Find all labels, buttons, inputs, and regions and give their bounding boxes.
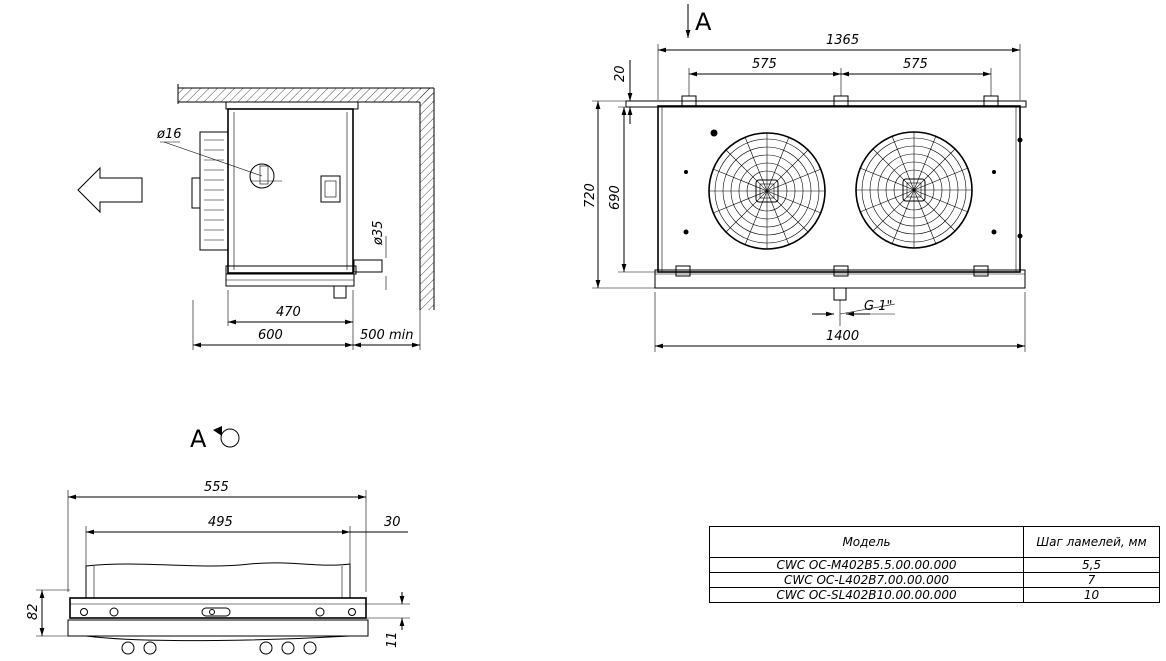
model-cell: CWC OC-L402B7.00.00.000 <box>709 572 1024 588</box>
dim-470: 470 <box>276 305 301 320</box>
dim-20: 20 <box>613 65 628 82</box>
dim-720: 720 <box>583 183 598 208</box>
fin-pitch-cell: 7 <box>1023 572 1160 588</box>
fin-pitch-cell: 5,5 <box>1023 557 1160 573</box>
side-view: ø16 ø35 470 600 500 min <box>77 84 435 350</box>
drain-pipe <box>353 259 383 273</box>
header-fin-pitch: Шаг ламелей, мм <box>1023 526 1160 558</box>
dim-575-left: 575 <box>752 57 777 72</box>
dim-1400: 1400 <box>826 329 859 344</box>
dim-690: 690 <box>608 185 623 210</box>
dim-600: 600 <box>258 328 283 343</box>
dim-11: 11 <box>385 631 400 648</box>
view-a-title: A <box>190 425 207 453</box>
dim-495: 495 <box>208 515 233 530</box>
rotate-symbol <box>220 428 240 448</box>
ceiling-hatch <box>178 88 434 102</box>
table-header-row: Модель Шаг ламелей, мм <box>709 526 1160 558</box>
model-cell: CWC OC-SL402B10.00.00.000 <box>709 587 1024 603</box>
table-row: CWC OC-M402B5.5.00.00.000 5,5 <box>709 557 1160 573</box>
coil-outline <box>85 562 351 599</box>
fan-2 <box>855 131 973 249</box>
table-row: CWC OC-SL402B10.00.00.000 10 <box>709 587 1160 603</box>
dim-555: 555 <box>204 480 229 495</box>
spec-table: Модель Шаг ламелей, мм CWC OC-M402B5.5.0… <box>709 526 1160 603</box>
fin-pitch-cell: 10 <box>1023 587 1160 603</box>
dim-drain-dia: ø35 <box>371 221 386 247</box>
unit-body <box>227 108 354 274</box>
dim-pipe-dia: ø16 <box>156 127 182 142</box>
dim-g1: G 1" <box>864 299 892 314</box>
view-letter-a: A <box>695 8 712 36</box>
dim-500-min: 500 min <box>360 328 413 343</box>
wall-hatch <box>420 88 434 310</box>
table-row: CWC OC-L402B7.00.00.000 7 <box>709 572 1160 588</box>
pipe-connection <box>249 163 275 189</box>
dim-30: 30 <box>384 515 401 530</box>
mount-rail <box>225 101 359 110</box>
model-cell: CWC OC-M402B5.5.00.00.000 <box>709 557 1024 573</box>
inspection-window <box>320 175 341 203</box>
header-model: Модель <box>709 526 1024 558</box>
base-plate <box>69 597 367 619</box>
view-a: A 555 495 30 <box>26 425 410 655</box>
front-view: A <box>583 4 1027 352</box>
airflow-arrow <box>77 166 143 214</box>
fan-1 <box>708 132 826 250</box>
dim-1365: 1365 <box>826 33 859 48</box>
dim-82: 82 <box>26 603 41 620</box>
dim-575-right: 575 <box>903 57 928 72</box>
